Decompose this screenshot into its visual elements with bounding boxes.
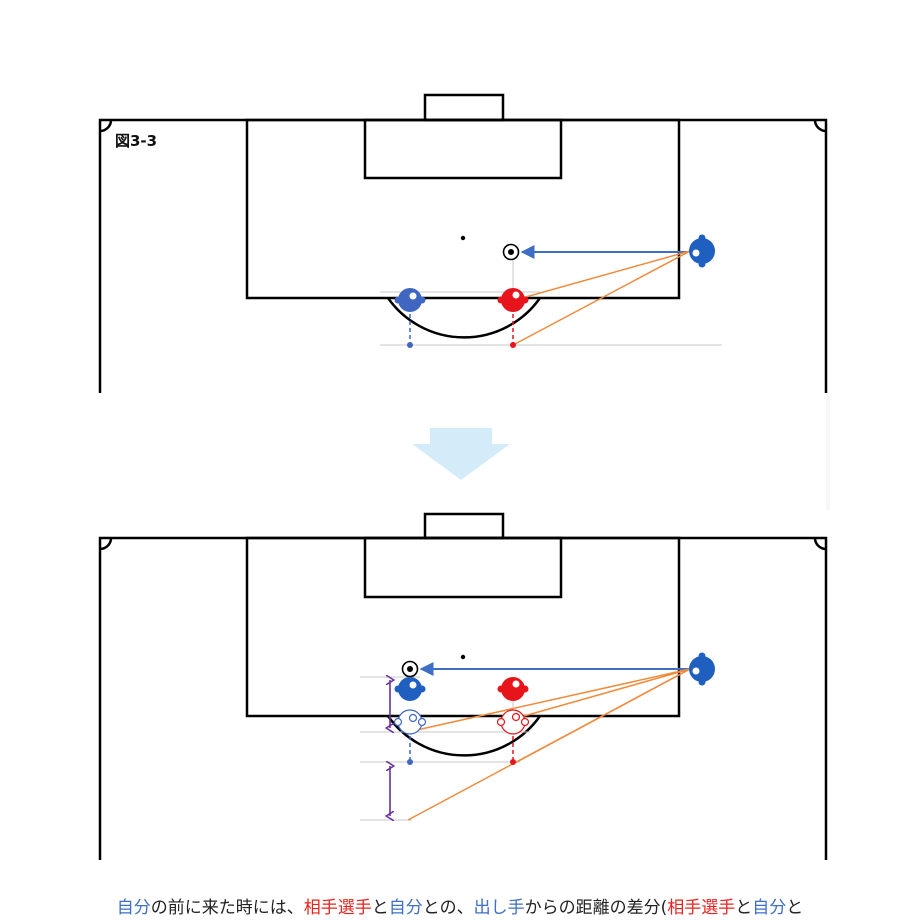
down-arrow-icon (412, 428, 510, 480)
player-self (394, 288, 426, 312)
caption-part: 自分 (388, 898, 423, 918)
caption-part: からの距離の差分( (524, 898, 668, 918)
player-opponent (497, 288, 529, 312)
player-self (394, 677, 426, 701)
player-passer (689, 652, 715, 686)
figure-label: 図3-3 (115, 132, 157, 150)
caption: 自分の前に来た時には、相手選手と自分との、出し手からの距離の差分(相手選手と自分… (0, 896, 920, 920)
ball (401, 660, 419, 678)
shot-lines (514, 250, 691, 345)
player-opponent-ghost (496, 709, 530, 735)
caption-part: の前に来た時には、 (150, 898, 304, 918)
projection-point-blue (407, 759, 413, 765)
pitch-before: 図3-3 (98, 93, 828, 393)
ball (502, 243, 520, 261)
shot-lines (407, 668, 691, 821)
projection-point-blue (407, 342, 413, 348)
pitch-lines (98, 512, 828, 860)
caption-part: 自分 (752, 898, 787, 918)
player-opponent (497, 677, 529, 701)
divider-band (826, 394, 830, 510)
guide-lines (360, 676, 530, 821)
projection-point-red (510, 342, 516, 348)
caption-part: と (371, 898, 389, 918)
caption-part: との、 (422, 898, 474, 918)
penalty-spot (460, 235, 466, 241)
caption-part: と (735, 898, 753, 918)
player-self-ghost (393, 709, 427, 735)
caption-part: 出し手 (473, 898, 525, 918)
caption-part: 相手選手 (303, 898, 372, 918)
penalty-spot (460, 654, 466, 660)
projection-point-red (510, 759, 516, 765)
pitch-lines (98, 93, 828, 393)
caption-part: 自分 (116, 898, 151, 918)
player-passer (689, 234, 715, 268)
caption-part: と (786, 898, 804, 918)
caption-part: 相手選手 (667, 898, 736, 918)
pitch-after (98, 512, 828, 860)
